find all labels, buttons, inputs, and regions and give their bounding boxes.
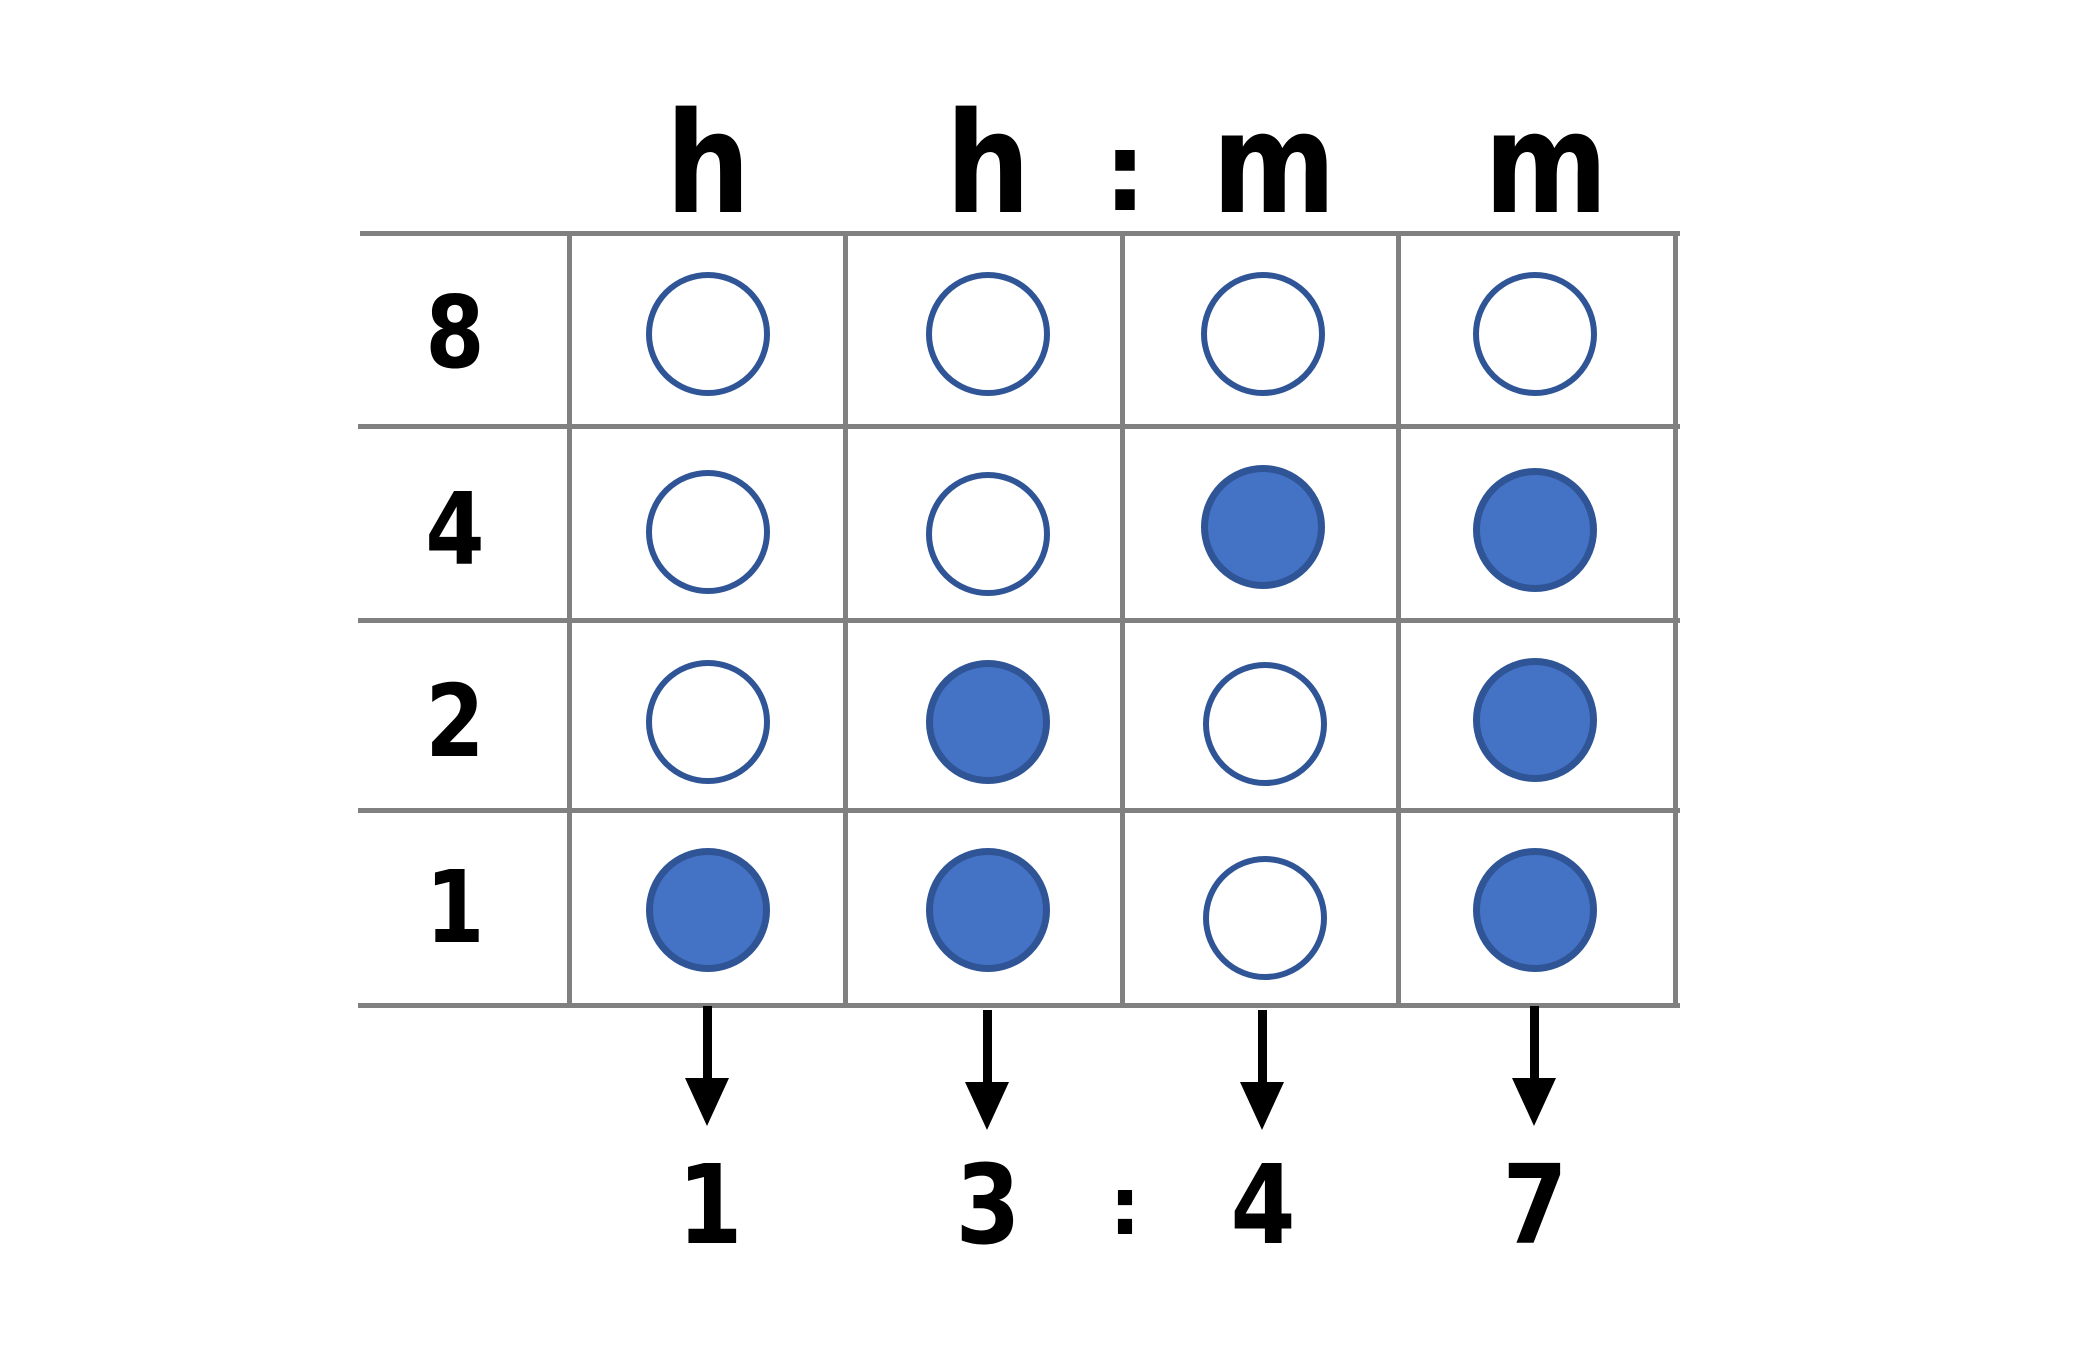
bit-circle-off	[1473, 272, 1597, 396]
grid-line	[1673, 231, 1678, 1008]
row-label-8: 8	[425, 274, 485, 391]
column-header-hour-tens: h	[665, 83, 751, 246]
arrow-down-icon	[1258, 1010, 1267, 1090]
bit-circle-on	[1201, 465, 1325, 589]
result-digit-hour-tens: 1	[677, 1141, 743, 1269]
row-label-1: 1	[425, 849, 485, 966]
arrow-down-icon	[1240, 1082, 1284, 1130]
bit-circle-off	[1201, 272, 1325, 396]
grid-line	[358, 618, 1680, 623]
grid-line	[358, 808, 1680, 813]
grid-line	[843, 231, 848, 1008]
column-header-minute-units: m	[1484, 83, 1609, 246]
bit-circle-off	[1203, 856, 1327, 980]
result-digit-hour-units: 3	[955, 1141, 1021, 1269]
bit-circle-off	[646, 470, 770, 594]
result-digit-minute-tens: 4	[1230, 1141, 1296, 1269]
arrow-down-icon	[703, 1006, 712, 1086]
row-label-2: 2	[425, 663, 485, 780]
result-digit-minute-units: 7	[1502, 1141, 1568, 1269]
result-colon: :	[1109, 1160, 1141, 1253]
grid-line	[358, 424, 1680, 429]
grid-line	[358, 1003, 1680, 1008]
arrow-down-icon	[1512, 1078, 1556, 1126]
arrow-down-icon	[965, 1082, 1009, 1130]
grid-line	[360, 231, 1680, 236]
bit-circle-off	[1203, 662, 1327, 786]
header-colon: :	[1103, 108, 1147, 236]
column-header-minute-tens: m	[1212, 83, 1337, 246]
grid-line	[1396, 231, 1401, 1008]
bit-circle-on	[646, 848, 770, 972]
bit-circle-off	[646, 272, 770, 396]
bit-circle-on	[926, 660, 1050, 784]
bit-circle-off	[926, 472, 1050, 596]
grid-line	[567, 231, 572, 1008]
grid-line	[1120, 231, 1125, 1008]
row-label-4: 4	[425, 471, 485, 588]
arrow-down-icon	[983, 1010, 992, 1090]
bit-circle-on	[1473, 658, 1597, 782]
bit-circle-off	[646, 660, 770, 784]
bit-circle-off	[926, 272, 1050, 396]
column-header-hour-units: h	[945, 83, 1031, 246]
bit-circle-on	[1473, 848, 1597, 972]
arrow-down-icon	[685, 1078, 729, 1126]
bit-circle-on	[926, 848, 1050, 972]
bit-circle-on	[1473, 468, 1597, 592]
arrow-down-icon	[1530, 1006, 1539, 1086]
